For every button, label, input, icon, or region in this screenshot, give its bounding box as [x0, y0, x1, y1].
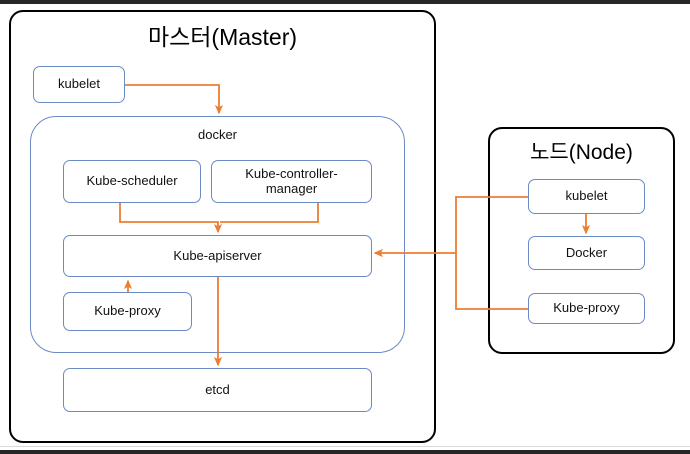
kube-apiserver-label: Kube-apiserver — [173, 247, 262, 263]
node-docker-box[interactable]: Docker — [528, 236, 645, 270]
node-kubelet-label: kubelet — [565, 188, 608, 204]
kube-scheduler-label: Kube-scheduler — [86, 173, 178, 189]
slide-bottom-edge — [0, 450, 690, 454]
node-kube-proxy-label: Kube-proxy — [553, 300, 620, 316]
node-title: 노드(Node) — [530, 141, 633, 164]
master-kubelet-box[interactable]: kubelet — [33, 66, 125, 103]
slide-top-edge — [0, 0, 690, 4]
master-container — [9, 10, 436, 443]
docker-group-label: docker — [197, 127, 238, 142]
master-kube-proxy-box[interactable]: Kube-proxy — [63, 292, 192, 331]
kube-scheduler-box[interactable]: Kube-scheduler — [63, 160, 201, 203]
etcd-label: etcd — [205, 381, 230, 397]
slide-bottom-rule — [0, 446, 690, 447]
kube-controller-manager-label-line1: Kube-controller- — [245, 165, 338, 181]
node-kube-proxy-box[interactable]: Kube-proxy — [528, 293, 645, 324]
kube-controller-manager-box[interactable]: Kube-controller- manager — [211, 160, 372, 203]
master-kubelet-label: kubelet — [58, 76, 100, 92]
etcd-box[interactable]: etcd — [63, 368, 372, 412]
node-docker-label: Docker — [565, 244, 608, 260]
kube-controller-manager-label-line2: manager — [265, 180, 318, 196]
master-title: 마스터(Master) — [147, 24, 298, 50]
node-kubelet-box[interactable]: kubelet — [528, 179, 645, 214]
master-kube-proxy-label: Kube-proxy — [94, 303, 161, 319]
kube-apiserver-box[interactable]: Kube-apiserver — [63, 235, 372, 277]
